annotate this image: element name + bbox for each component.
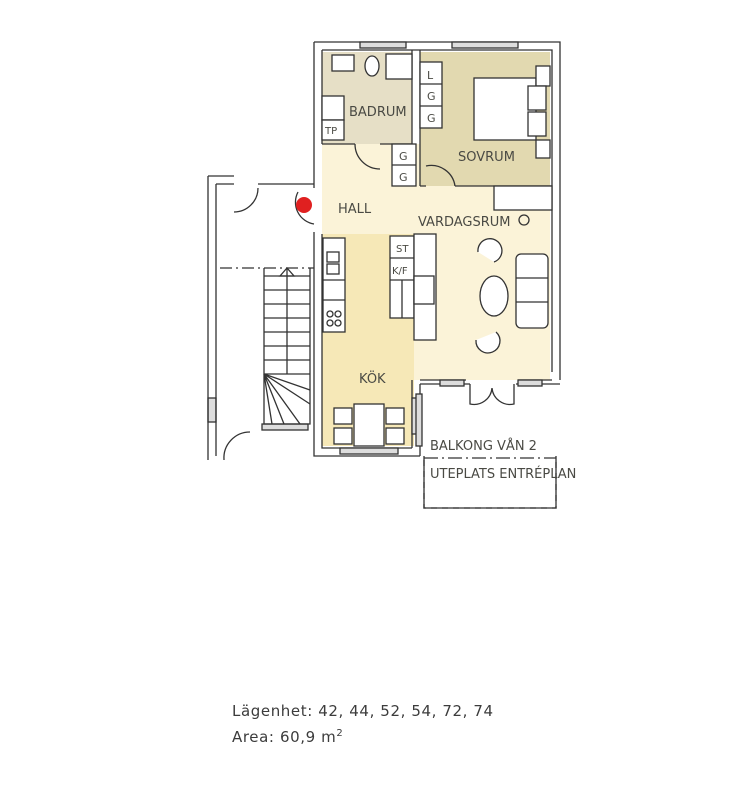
label-badrum: BADRUM — [349, 105, 407, 120]
label-balkong: BALKONG VÅN 2 — [430, 438, 537, 454]
label-hall-g2: G — [399, 171, 408, 184]
label-uteplats: UTEPLATS ENTRÉPLAN — [430, 466, 576, 482]
area-unit-sup: 2 — [336, 728, 344, 739]
label-kf: K/F — [392, 266, 408, 277]
you-are-here-marker — [296, 197, 312, 213]
room-hall-corridor — [322, 186, 412, 234]
label-hall-g1: G — [399, 150, 408, 163]
area-value: 60,9 m — [279, 728, 337, 746]
apartments-list: 42, 44, 52, 54, 72, 74 — [318, 702, 494, 720]
apartments-label: Lägenhet: — [232, 702, 313, 720]
area-label: Area: — [232, 728, 275, 746]
label-hall: HALL — [338, 202, 372, 217]
label-tp: TP — [324, 126, 337, 137]
label-kok: KÖK — [359, 370, 386, 387]
label-st: ST — [396, 244, 409, 255]
area-info: Area: 60,9 m2 — [232, 728, 343, 746]
label-wardrobe-g1: G — [427, 90, 436, 103]
label-sovrum: SOVRUM — [458, 150, 515, 165]
label-vardagsrum: VARDAGSRUM — [418, 215, 511, 230]
label-wardrobe-g2: G — [427, 112, 436, 125]
apartment-info: Lägenhet: 42, 44, 52, 54, 72, 74 — [232, 702, 494, 720]
label-wardrobe-l: L — [427, 69, 434, 82]
